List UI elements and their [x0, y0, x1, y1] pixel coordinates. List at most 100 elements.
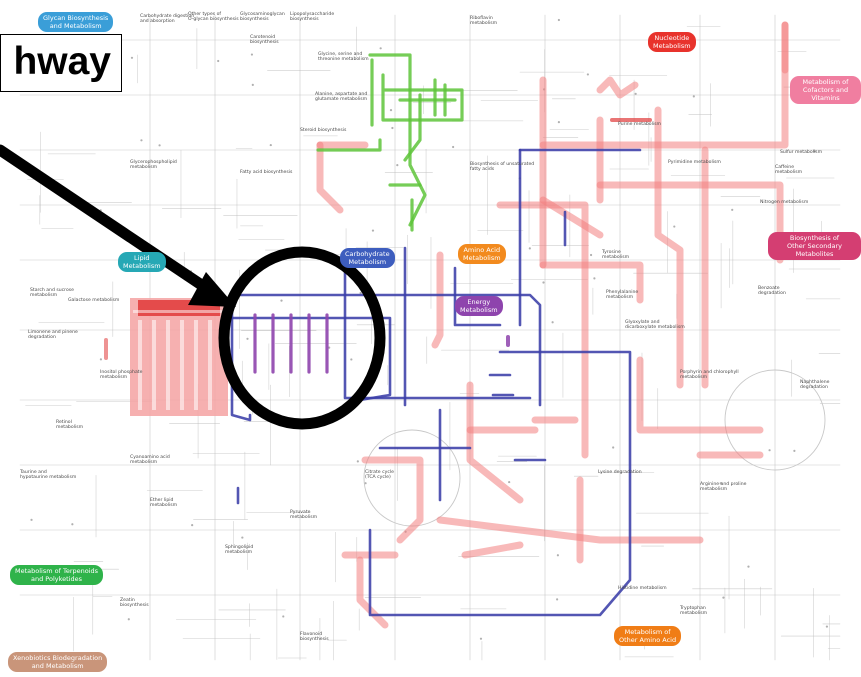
bg-compound-node [556, 554, 559, 557]
bg-compound-node [452, 145, 455, 149]
amino-acid-pathway [361, 456, 424, 544]
pathway-label: Cyanoamino acid metabolism [130, 455, 170, 466]
pathway-label: Nitrogen metabolism [760, 200, 809, 205]
category-badge-xenobiotics: Xenobiotics Biodegradation and Metabolis… [8, 652, 108, 672]
lipid-block-stripe [180, 320, 184, 410]
lipid-block-stripe [138, 320, 142, 410]
amino-acid-pathway [466, 381, 524, 504]
bg-compound-node [250, 53, 254, 56]
amino-acid-pathway [539, 196, 604, 239]
category-badge-lipid: Lipid Metabolism [118, 252, 166, 272]
bg-compound-node [593, 277, 596, 280]
pathway-label: Caffeine metabolism [775, 165, 803, 176]
bg-compound-node [30, 518, 33, 521]
bg-compound-node [396, 163, 399, 167]
highlight-circle [218, 246, 386, 430]
bg-compound-node [269, 143, 272, 147]
lipid-block-stripe [194, 320, 198, 410]
pathway-label: Riboflavin metabolism [470, 16, 498, 27]
pathway-label: Steroid biosynthesis [300, 128, 347, 133]
pathway-label: Lysine degradation [598, 470, 642, 475]
pathway-label: Purine metabolism [618, 122, 662, 127]
category-badge-polyketides: Metabolism of Terpenoids and Polyketides [10, 565, 104, 585]
amino-acid-pathway [596, 76, 639, 99]
pathway-label: Pyrimidine metabolism [668, 160, 721, 165]
pathway-label: Citrate cycle (TCA cycle) [365, 470, 394, 481]
amino-acid-pathway [636, 356, 764, 434]
bg-compound-node [140, 139, 143, 142]
lipid-block-stripe [166, 320, 170, 410]
pathway-label: Glycosaminoglycan biosynthesis [240, 12, 285, 23]
bg-urea-cycle-circle [724, 369, 826, 471]
category-badge-energy: Energy Metabolism [455, 296, 503, 316]
bg-compound-node [508, 480, 511, 484]
pathway-label: Histidine metabolism [618, 586, 667, 591]
pathway-label: Phenylalanine metabolism [606, 290, 639, 301]
bg-compound-node [722, 596, 725, 599]
pathway-label: Taurine and hypotaurine metabolism [20, 470, 77, 481]
pathway-label: Porphyrin and chlorophyll metabolism [680, 370, 739, 381]
bg-compound-node [719, 482, 722, 485]
pathway-label: Glyoxylate and dicarboxylate metabolism [625, 320, 685, 331]
bg-compound-node [528, 247, 531, 250]
pathway-label: Glycine, serine and threonine metabolism [318, 52, 369, 63]
bg-compound-node [371, 229, 375, 232]
bg-compound-node [731, 208, 734, 211]
category-badge-secondary: Biosynthesis of Other Secondary Metaboli… [768, 232, 861, 260]
bg-compound-node [389, 108, 393, 112]
bg-compound-node [282, 615, 285, 618]
bg-compound-node [768, 449, 771, 452]
pathway-label: Alanine, aspartate and glutamate metabol… [315, 92, 368, 103]
bg-compound-node [612, 446, 615, 449]
carbohydrate-pathway [230, 293, 252, 422]
amino-acid-pathway [431, 251, 444, 349]
bg-compound-node [158, 144, 161, 147]
bg-compound-node [246, 337, 249, 340]
terpenoid-pathway [316, 138, 382, 152]
bg-compound-node [99, 358, 103, 361]
pathway-label: Tryptophan metabolism [680, 606, 708, 617]
pathway-label: Sphingolipid metabolism [225, 545, 254, 556]
bg-compound-node [71, 523, 74, 526]
pathway-label: Arginine and proline metabolism [700, 482, 747, 493]
bg-compound-node [328, 346, 331, 349]
bg-compound-node [692, 95, 695, 98]
bg-compound-node [359, 291, 362, 295]
bg-compound-node [391, 126, 394, 130]
pathway-label: Sulfur metabolism [780, 150, 823, 155]
bg-compound-node [589, 253, 593, 257]
lipid-block-stripe [152, 320, 156, 410]
bg-compound-node [673, 225, 676, 228]
arrow-shaft [0, 144, 218, 298]
bg-compound-node [251, 83, 254, 86]
bg-compound-node [364, 482, 367, 485]
bg-compound-node [379, 47, 382, 50]
category-badge-other_amino: Metabolism of Other Amino Acid [614, 626, 682, 646]
amino-acid-pathway [436, 516, 704, 544]
pathway-label: Lipopolysaccharide biosynthesis [290, 12, 335, 23]
bg-compound-node [191, 524, 194, 527]
carbohydrate-pathway [230, 293, 542, 407]
bg-compound-node [542, 281, 545, 284]
pathway-label: Tyrosine metabolism [602, 250, 630, 261]
callout-text: hway [13, 40, 111, 83]
bg-compound-node [479, 637, 483, 640]
terpenoid-pathway [403, 93, 422, 162]
bg-compound-node [551, 321, 554, 324]
amino-acid-pathway [496, 201, 589, 459]
bg-compound-node [556, 598, 559, 601]
pathway-label: Flavonoid biosynthesis [300, 632, 329, 643]
carbohydrate-pathway [343, 263, 532, 400]
bg-compound-node [217, 59, 220, 63]
pathway-label: Galactose metabolism [68, 298, 120, 303]
pathway-label: Fatty acid biosynthesis [240, 170, 293, 175]
bg-compound-node [634, 92, 637, 95]
category-badge-glycan: Glycan Biosynthesis and Metabolism [38, 12, 114, 32]
pathway-label: Benzoate degradation [758, 286, 786, 297]
bg-compound-node [127, 618, 130, 621]
pathway-label: Naphthalene degradation [800, 380, 830, 391]
lipid-block-divider [133, 310, 228, 313]
pathway-label: Other types of O-glycan biosynthesis [188, 12, 239, 23]
